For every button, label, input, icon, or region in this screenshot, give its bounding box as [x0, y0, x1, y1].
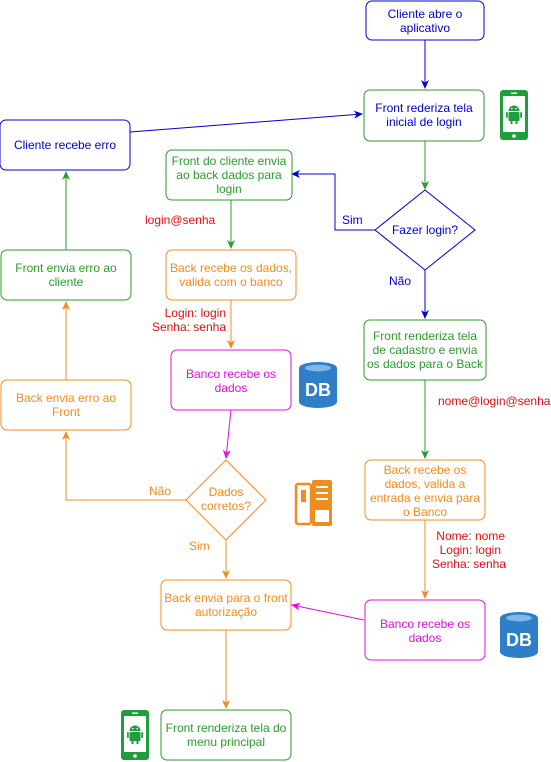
edge-erro-to-inicial — [129, 110, 363, 133]
node-line: Dados — [209, 485, 244, 499]
edges — [62, 40, 429, 709]
label-line: Login: login — [165, 306, 226, 320]
db-label: DB — [305, 380, 331, 400]
edge-nao-to-back-erro — [62, 431, 186, 501]
edge-banco2-to-autorizacao — [291, 602, 365, 621]
label-line: Senha: senha — [432, 557, 506, 571]
server-icon — [294, 480, 332, 526]
node-line: Back envia erro ao — [16, 391, 116, 405]
node-line: os dados para o Back — [367, 357, 484, 371]
svg-text:Fazer login?: Fazer login? — [392, 223, 458, 237]
label-line: Login: login — [440, 543, 501, 557]
svg-text:Back recebe os dados,valida co: Back recebe os dados,valida com o banco — [170, 261, 292, 289]
node-line: corretos? — [201, 499, 251, 513]
edge-sim-to-front-envia — [291, 170, 375, 231]
node-line: Front rederiza tela — [375, 101, 473, 115]
label-sim-dados: Sim — [189, 539, 210, 553]
node-line: Banco recebe os — [380, 617, 470, 631]
node-line: Fazer login? — [392, 223, 458, 237]
label-login-senha: login@senha — [145, 213, 216, 227]
node-line: autorização — [195, 605, 257, 619]
node-back-valida: Back recebe os dados,valida com o banco — [165, 249, 297, 301]
node-line: entrada e envia para — [370, 491, 480, 505]
node-line: valida com o banco — [179, 275, 283, 289]
android-phone-icon — [500, 90, 528, 140]
node-line: o Banco — [403, 505, 447, 519]
label-nome-login-senha: nome@login@senha — [438, 394, 551, 408]
node-line: menu principal — [187, 735, 265, 749]
label-nao-dados: Não — [149, 484, 171, 498]
node-line: Banco recebe os — [186, 367, 276, 381]
node-line: inicial de login — [386, 115, 461, 129]
node-line: Back envia para o front — [164, 591, 288, 605]
node-line: Cliente abre o — [388, 7, 463, 21]
node-line: Front do cliente envia — [172, 154, 287, 168]
database-icon: DB — [299, 362, 337, 408]
node-line: Front renderiza tela — [373, 329, 477, 343]
node-line: Front — [52, 405, 81, 419]
android-phone-icon — [121, 710, 149, 760]
node-line: login — [216, 182, 241, 196]
node-fazer-login: Fazer login? — [374, 189, 476, 271]
node-line: Cliente recebe erro — [14, 138, 116, 152]
edge-banco-to-dados-corretos — [222, 409, 232, 459]
node-line: Back recebe os — [384, 463, 467, 477]
node-line: Back recebe os dados, — [170, 261, 292, 275]
node-line: Front renderiza tela do — [166, 721, 287, 735]
node-cliente-erro: Cliente recebe erro — [0, 119, 131, 171]
node-line: de cadastro e envia — [373, 343, 478, 357]
label-line: Nome: nome — [436, 529, 505, 543]
node-line: dados, valida a — [385, 477, 466, 491]
node-line: dados — [215, 381, 248, 395]
node-line: ao back dados para — [176, 168, 282, 182]
label-line: Senha: senha — [152, 320, 226, 334]
db-label: DB — [506, 630, 532, 650]
node-line: aplicativo — [400, 21, 450, 35]
node-line: Front envia erro ao — [15, 261, 117, 275]
database-icon: DB — [500, 612, 538, 658]
svg-text:Cliente recebe erro: Cliente recebe erro — [14, 138, 116, 152]
node-line: dados — [409, 631, 442, 645]
label-nao-login: Não — [389, 274, 411, 288]
node-line: cliente — [49, 275, 84, 289]
label-sim-login: Sim — [342, 213, 363, 227]
